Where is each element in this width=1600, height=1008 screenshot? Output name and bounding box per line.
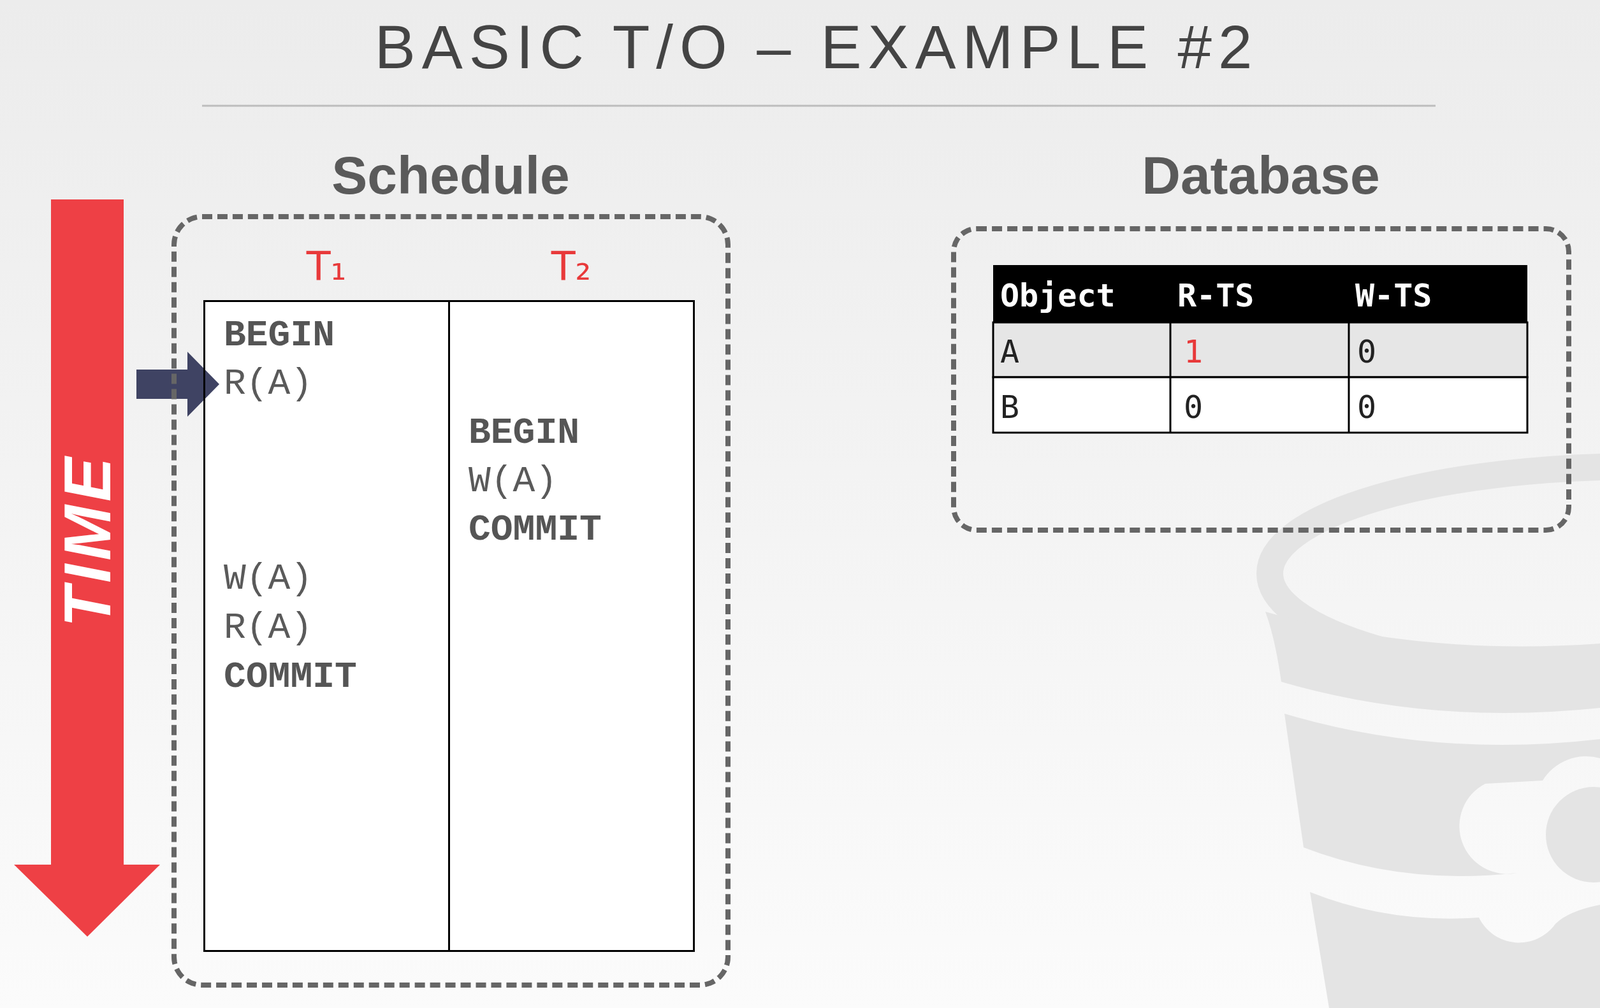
table-cell: 0 [1357,332,1377,371]
transaction-label: T₁ [306,242,347,291]
table-header: Object [1000,276,1116,315]
database-watermark [1265,466,1600,1008]
table-cell: B [1000,388,1020,427]
title-rule [202,105,1436,108]
transaction-column: T₁BEGINR(A)W(A)R(A)COMMIT [203,300,451,953]
operation: R(A) [223,362,313,407]
timestamp-table [993,265,1528,433]
operation: COMMIT [468,508,602,553]
operation: COMMIT [223,655,357,700]
slide-title: BASIC T/O – EXAMPLE #2 [374,10,1259,84]
database-panel: Database [951,226,1572,533]
panel-heading: Schedule [331,143,570,208]
transaction-column: T₂BEGINW(A)COMMIT [448,300,695,953]
schedule-ground [203,300,695,953]
time-arrow [14,199,160,938]
operation: BEGIN [223,313,335,359]
table-cell: 1 [1183,332,1203,371]
table-header: W-TS [1355,276,1432,315]
step-pointer [136,351,220,417]
time-label: TIME [47,453,128,628]
table-header: R-TS [1177,276,1254,315]
table-cell: 0 [1357,388,1377,427]
table-cell: A [1000,332,1020,371]
panel-heading: Database [1141,143,1381,208]
schedule-panel: ScheduleT₁BEGINR(A)W(A)R(A)COMMITT₂BEGIN… [171,214,731,989]
operation: BEGIN [468,411,580,456]
transaction-label: T₂ [551,242,592,291]
operation: W(A) [223,557,313,602]
table-cell: 0 [1183,388,1203,427]
operation: W(A) [468,459,558,505]
operation: R(A) [223,606,313,651]
